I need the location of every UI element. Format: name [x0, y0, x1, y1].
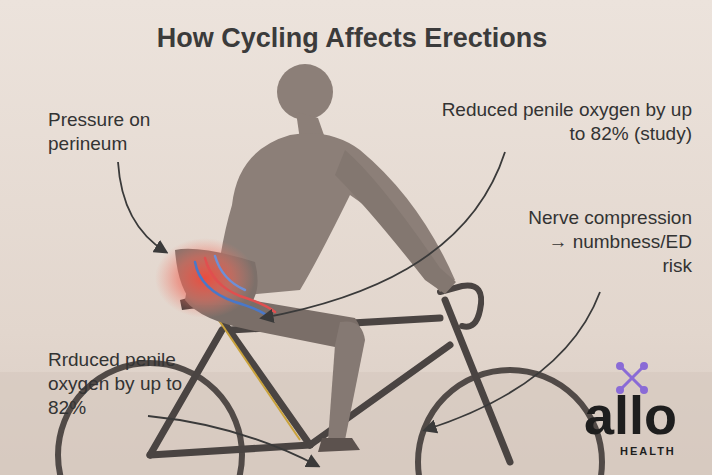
callout-label: Reduced penile oxygen by up to 82% (stud… [440, 98, 692, 146]
callout-label: Rrduced penile oxygen by up to 82% [48, 348, 188, 419]
title: How Cycling Affects Erections [0, 22, 708, 56]
logo-subtitle: HEALTH [620, 446, 700, 457]
leader-lines [118, 152, 600, 466]
pressure-glow [155, 238, 255, 318]
callout-label: Nerve compression → numbness/ED risk [528, 206, 692, 277]
logo-wordmark: allo [584, 388, 708, 442]
blood-vessels [195, 256, 275, 318]
callout-label: Pressure on perineum [48, 108, 208, 156]
